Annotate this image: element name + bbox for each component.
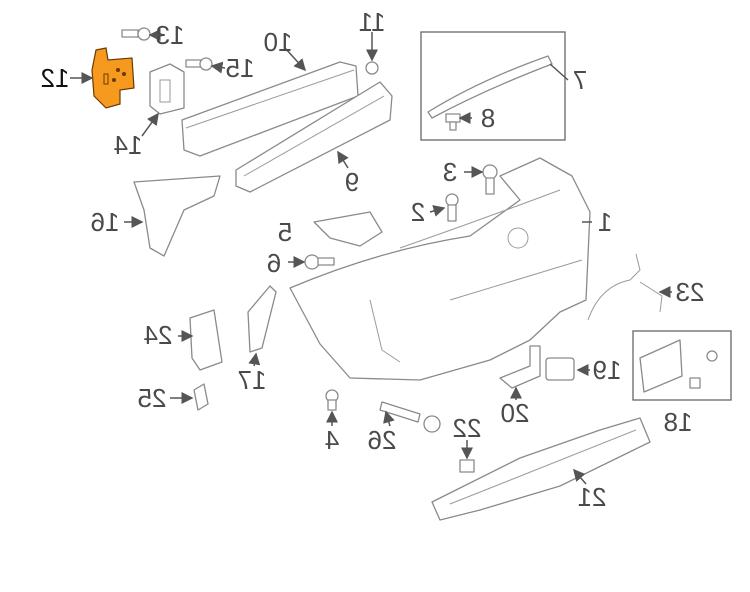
callout-17[interactable]: 17 (238, 365, 267, 395)
callout-16[interactable]: 16 (91, 207, 120, 237)
callout-4[interactable]: 4 (325, 425, 339, 455)
callout-2[interactable]: 2 (411, 197, 425, 227)
callout-7[interactable]: 7 (573, 65, 587, 95)
callout-18[interactable]: 18 (664, 407, 693, 437)
part-14-bracket[interactable] (149, 63, 185, 115)
callout-12[interactable]: 12 (41, 63, 70, 93)
callout-5[interactable]: 5 (278, 217, 292, 247)
part-19-sensor[interactable] (545, 357, 575, 381)
callout-8[interactable]: 8 (481, 103, 495, 133)
callout-26[interactable]: 26 (368, 425, 397, 455)
part-21-undercover[interactable] (431, 417, 651, 521)
callout-labels: 13 12 15 10 11 7 8 14 9 3 1 16 2 5 6 23 … (41, 7, 705, 512)
part-3-bolt[interactable] (482, 164, 498, 195)
part-1-bumper-cover[interactable] (289, 157, 591, 381)
part-15-bolt[interactable] (185, 57, 213, 71)
inset-box-7-8 (420, 31, 566, 141)
part-26-tow-hook[interactable] (379, 401, 441, 433)
part-22-clip[interactable] (459, 459, 475, 473)
leader-lines (70, 29, 672, 485)
part-18-plate[interactable] (639, 339, 718, 393)
part-23-wiring[interactable] (587, 253, 663, 321)
callout-15[interactable]: 15 (226, 53, 255, 83)
inset-box-18 (632, 330, 732, 401)
callout-6[interactable]: 6 (267, 248, 281, 278)
callout-10[interactable]: 10 (264, 27, 293, 57)
part-8-clip[interactable] (445, 113, 461, 131)
callout-24[interactable]: 24 (144, 320, 173, 350)
callout-9[interactable]: 9 (345, 167, 359, 197)
callout-1[interactable]: 1 (598, 207, 612, 237)
callout-19[interactable]: 19 (593, 355, 622, 385)
part-4-clip[interactable] (325, 389, 339, 411)
callout-21[interactable]: 21 (578, 482, 607, 512)
part-13-bolt[interactable] (121, 27, 151, 41)
part-6-bolt[interactable] (304, 254, 335, 270)
part-5-bracket[interactable] (313, 211, 383, 247)
part-11-nut[interactable] (365, 61, 379, 75)
part-7-molding[interactable] (427, 55, 553, 119)
part-16-bracket[interactable] (133, 175, 221, 257)
callout-14[interactable]: 14 (114, 130, 143, 160)
part-2-bolt[interactable] (445, 193, 459, 222)
callout-3[interactable]: 3 (443, 157, 457, 187)
callout-13[interactable]: 13 (156, 20, 185, 50)
callout-22[interactable]: 22 (453, 413, 482, 443)
part-9-absorber[interactable] (235, 81, 393, 193)
callout-20[interactable]: 20 (501, 398, 530, 428)
callout-23[interactable]: 23 (676, 277, 705, 307)
callout-11[interactable]: 11 (359, 7, 386, 37)
callout-25[interactable]: 25 (138, 383, 167, 413)
part-25-clip[interactable] (193, 383, 209, 411)
part-17-reflector[interactable] (247, 285, 277, 353)
part-24-bracket[interactable] (189, 309, 223, 371)
part-12-bracket[interactable] (91, 47, 135, 109)
